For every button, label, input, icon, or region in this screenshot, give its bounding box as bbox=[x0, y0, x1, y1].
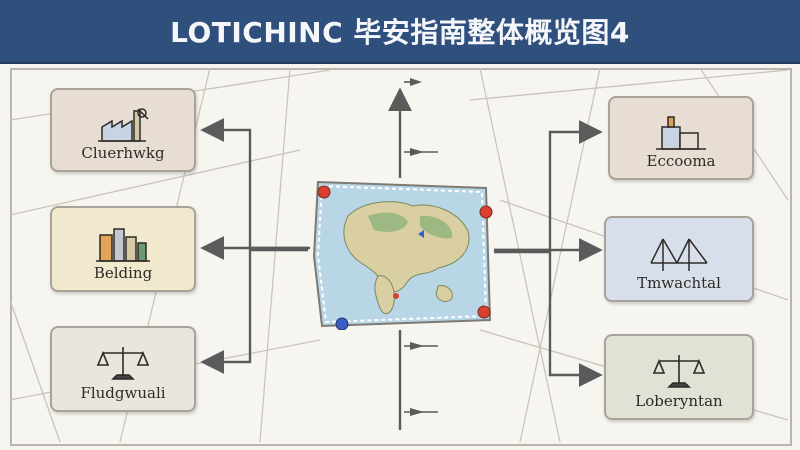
card-left-3[interactable]: Fludgwuali bbox=[50, 326, 196, 412]
factory-icon bbox=[96, 104, 150, 146]
scales-icon bbox=[651, 350, 707, 392]
card-left-3-label: Fludgwuali bbox=[80, 384, 166, 402]
office-building-icon bbox=[654, 112, 708, 154]
card-left-2-label: Belding bbox=[93, 264, 153, 282]
card-right-1[interactable]: Eccooma bbox=[608, 96, 754, 180]
title-bar: LOTICHINC 毕安指南整体概览图4 bbox=[0, 0, 800, 64]
card-right-3-label: Loberyntan bbox=[635, 392, 723, 410]
card-left-1-label: Cluerhwkg bbox=[81, 144, 165, 162]
card-left-2[interactable]: Belding bbox=[50, 206, 196, 292]
card-left-1[interactable]: Cluerhwkg bbox=[50, 88, 196, 172]
card-right-3[interactable]: Loberyntan bbox=[604, 334, 754, 420]
scales-icon bbox=[95, 342, 151, 384]
card-right-2-label: Tmwachtal bbox=[637, 274, 721, 292]
card-right-1-label: Eccooma bbox=[646, 152, 716, 170]
bridge-icon bbox=[649, 232, 709, 274]
page-title: LOTICHINC 毕安指南整体概览图4 bbox=[170, 16, 630, 49]
card-right-2[interactable]: Tmwachtal bbox=[604, 216, 754, 302]
buildings-icon bbox=[96, 222, 150, 264]
world-map-icon bbox=[308, 176, 494, 331]
